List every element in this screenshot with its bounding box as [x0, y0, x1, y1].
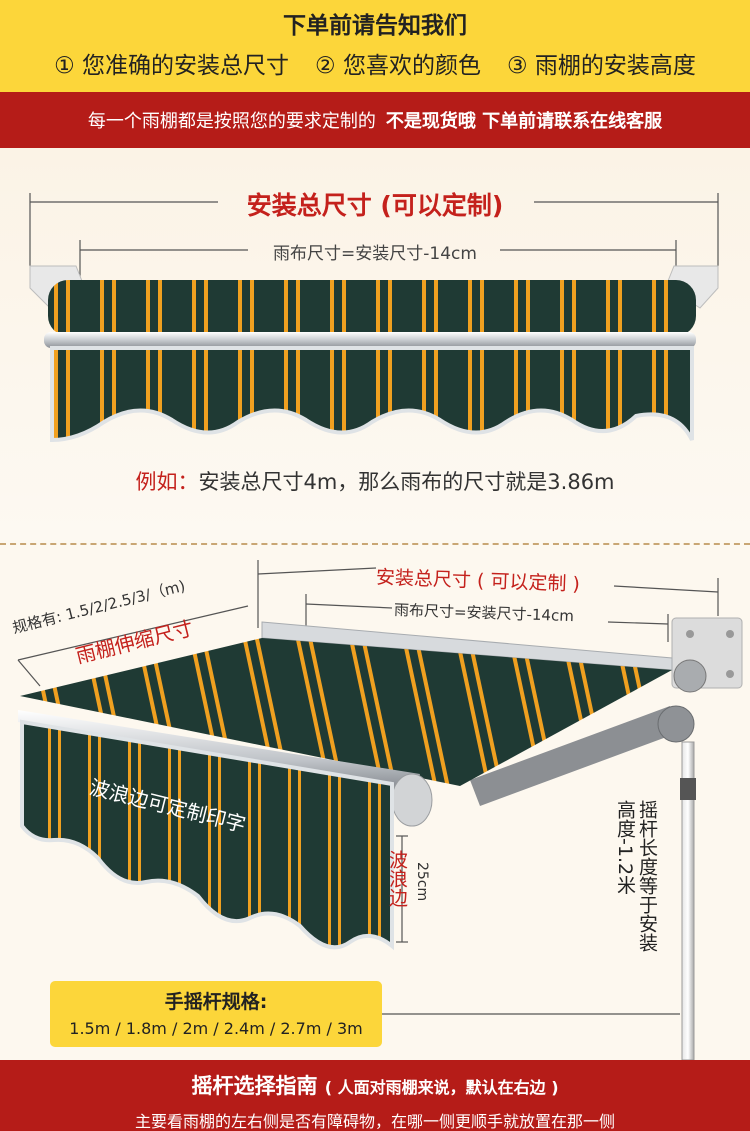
front-bar-cap — [391, 773, 433, 827]
guide-text: 主要看雨棚的左右侧是否有障碍物，在哪一侧更顺手就放置在那一侧 — [134, 1112, 615, 1131]
side-awning-illustration — [17, 560, 743, 1060]
folding-arm — [470, 706, 680, 806]
notice-bold: 不是现货哦 下单前请联系在线客服 — [385, 111, 663, 132]
header-item-height: ③ 雨棚的安装高度 — [506, 53, 696, 79]
header-item-size: ① 您准确的安装总尺寸 — [54, 53, 290, 79]
cloth-size-label: 雨布尺寸=安装尺寸-14cm — [273, 244, 477, 264]
crank-handle-grip — [680, 778, 696, 800]
example-body: 安装总尺寸4m，那么雨布的尺寸就是3.86m — [198, 470, 615, 494]
guide-title-row: 摇杆选择指南 ( 人面对雨棚来说，默认在右边 ) — [0, 1070, 750, 1100]
crank-spec-box: 手摇杆规格: 1.5m / 1.8m / 2m / 2.4m / 2.7m / … — [50, 981, 382, 1047]
example-text: 例如：安装总尺寸4m，那么雨布的尺寸就是3.86m — [0, 466, 750, 496]
notice-text: 每一个雨棚都是按照您的要求定制的 — [87, 111, 376, 132]
guide-title: 摇杆选择指南 — [191, 1074, 318, 1098]
notice-bar: 每一个雨棚都是按照您的要求定制的 不是现货哦 下单前请联系在线客服 — [0, 92, 750, 148]
guide-subtitle: ( 人面对雨棚来说，默认在右边 ) — [324, 1078, 559, 1097]
crank-length-note: 摇杆长度等于安装高度-1.2米 — [614, 800, 658, 952]
guide-bar: 摇杆选择指南 ( 人面对雨棚来说，默认在右边 ) 主要看雨棚的左右侧是否有障碍物… — [0, 1060, 750, 1131]
header-item-color: ② 您喜欢的颜色 — [315, 53, 481, 79]
arm-joint — [657, 705, 695, 743]
front-awning-illustration — [29, 193, 719, 443]
header-title: 下单前请告知我们 — [283, 13, 467, 39]
example-prefix: 例如： — [135, 470, 199, 494]
crank-pole — [681, 741, 695, 1060]
section-divider — [0, 543, 750, 545]
wave-edge-label: 波浪边 — [386, 850, 408, 907]
crank-gear — [673, 659, 707, 693]
awning-roll — [48, 280, 696, 336]
front-bar — [44, 332, 696, 348]
side-wave-valance — [20, 719, 394, 951]
wave-valance — [50, 346, 694, 443]
wave-height-label: 25cm — [414, 862, 430, 902]
header-items: ① 您准确的安装总尺寸 ② 您喜欢的颜色 ③ 雨棚的安装高度 — [0, 46, 750, 80]
top-banner: 下单前请告知我们 ① 您准确的安装总尺寸 ② 您喜欢的颜色 ③ 雨棚的安装高度 — [0, 0, 750, 92]
crank-spec-values: 1.5m / 1.8m / 2m / 2.4m / 2.7m / 3m — [69, 1019, 363, 1038]
crank-spec-title: 手摇杆规格: — [164, 991, 268, 1013]
awning-canopy — [20, 638, 672, 786]
total-size-label: 安装总尺寸 (可以定制) — [246, 191, 504, 220]
